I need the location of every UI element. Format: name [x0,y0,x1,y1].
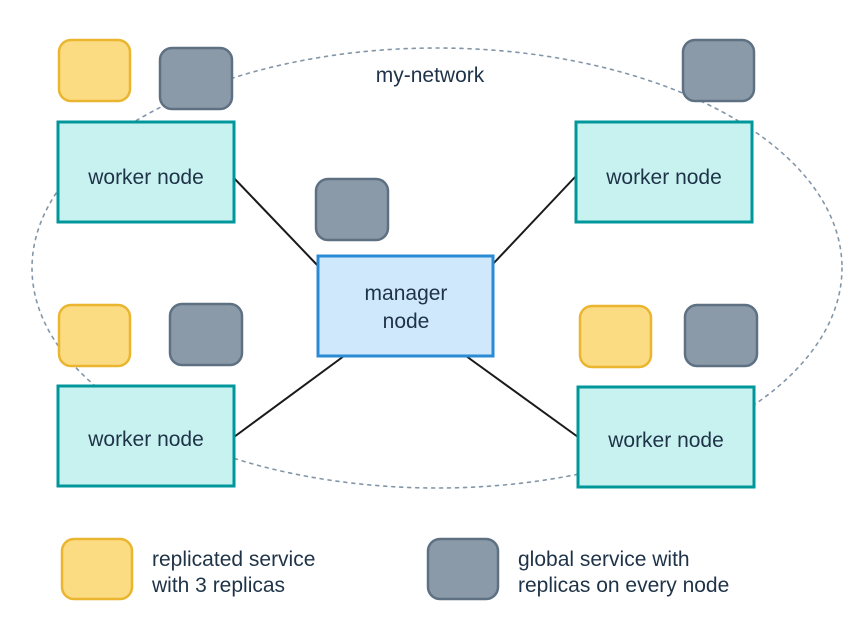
worker-node-bottom-right-label: worker node [607,429,724,452]
connection-manager-worker-bottom-right [465,355,579,438]
svc-global-bottom-left[interactable] [168,302,244,367]
svc-replicated-bottom-right[interactable] [578,304,653,369]
worker-node-top-right-label: worker node [605,166,722,189]
manager-node[interactable]: manager node [316,254,495,358]
worker-node-top-left[interactable]: worker node [56,120,236,224]
legend: replicated service with 3 replicas globa… [60,537,729,601]
network-label: my-network [376,64,485,87]
legend-swatch-replicated [60,537,134,601]
worker-node-top-right[interactable]: worker node [574,120,754,224]
worker-node-bottom-right[interactable]: worker node [576,385,756,489]
svc-global-center[interactable] [314,177,390,242]
legend-item-replicated: replicated service with 3 replicas [60,537,315,601]
svc-replicated-top-left[interactable] [57,38,132,103]
worker-node-top-left-box[interactable] [56,120,236,224]
connection-lines [231,175,579,438]
legend-swatch-global [426,537,500,601]
worker-node-bottom-right-box[interactable] [576,385,756,489]
legend-replicated-line2: with 3 replicas [151,574,285,597]
worker-node-bottom-left-box[interactable] [56,384,236,488]
manager-node-box[interactable] [316,254,495,358]
worker-node-bottom-left-label: worker node [87,428,204,451]
worker-node-top-left-label: worker node [87,166,204,189]
legend-replicated-line1: replicated service [152,548,315,571]
network-boundary-ellipse [31,47,843,489]
manager-node-label-line1: manager [365,282,448,305]
connection-manager-worker-bottom-left [233,355,345,438]
legend-item-global: global service with replicas on every no… [426,537,729,601]
svc-global-top-right[interactable] [681,38,756,103]
connection-manager-worker-top-right [491,175,577,266]
legend-global-line2: replicas on every node [518,574,729,597]
worker-node-top-right-box[interactable] [574,120,754,224]
connection-manager-worker-top-left [231,175,321,269]
svc-replicated-bottom-left[interactable] [57,303,132,368]
svc-global-top-left[interactable] [158,46,234,111]
manager-node-label-line2: node [383,310,430,333]
worker-node-bottom-left[interactable]: worker node [56,384,236,488]
legend-global-line1: global service with [518,548,690,571]
svc-global-bottom-right[interactable] [683,303,759,368]
